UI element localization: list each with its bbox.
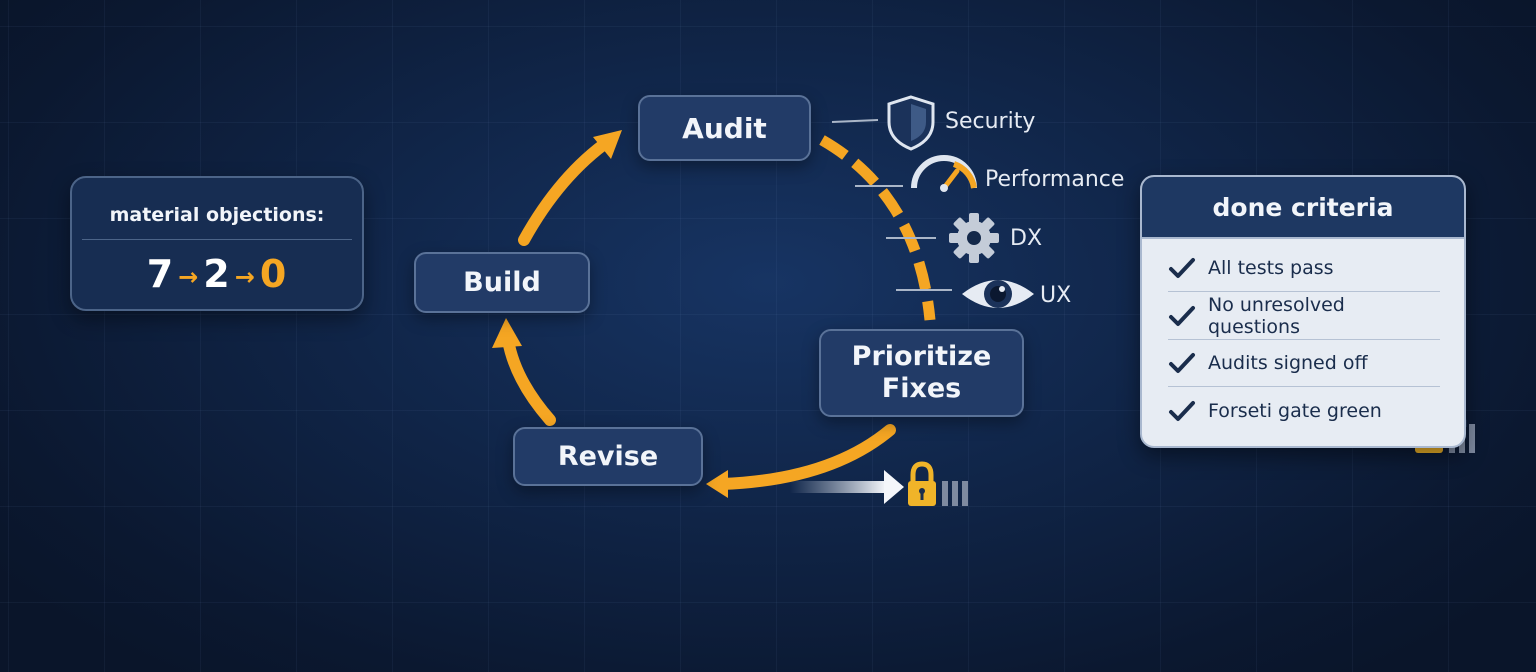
done-criteria-panel: done criteria All tests pass No unresolv… [1140, 175, 1466, 448]
category-ux-label: UX [1040, 283, 1072, 308]
criteria-item-label: All tests pass [1208, 257, 1334, 279]
arrow-build-to-audit [518, 134, 616, 246]
criteria-item: No unresolved questions [1168, 293, 1440, 340]
objections-panel: material objections: 7→2→0 [70, 176, 364, 311]
gate-arrow [790, 470, 904, 504]
node-audit-label: Audit [682, 111, 767, 145]
arrow-audit-to-prioritize [819, 135, 936, 321]
category-dx-label: DX [1010, 226, 1043, 251]
connector-security [831, 119, 879, 123]
objections-title: material objections: [109, 204, 325, 226]
arrow-right-icon: → [234, 262, 256, 291]
node-revise[interactable]: Revise [513, 427, 703, 486]
checkmark-icon [1169, 353, 1195, 373]
eye-icon [962, 280, 1034, 308]
gear-icon [949, 213, 999, 263]
category-security-label: Security [945, 109, 1036, 134]
arrowhead-audit [593, 130, 622, 159]
objection-count-mid: 2 [203, 252, 231, 296]
category-performance-label: Performance [985, 167, 1125, 192]
arrow-revise-to-build [502, 334, 556, 426]
done-criteria-title: done criteria [1142, 177, 1464, 239]
node-audit[interactable]: Audit [638, 95, 811, 161]
criteria-item-label: Forseti gate green [1208, 400, 1382, 422]
checkmark-icon [1169, 401, 1195, 421]
gauge-icon [911, 155, 977, 192]
node-revise-label: Revise [557, 441, 659, 472]
criteria-item: All tests pass [1168, 245, 1440, 292]
arrowhead-revise [706, 470, 728, 498]
node-prioritize-label-line1: Prioritize [851, 341, 992, 372]
objections-sequence: 7→2→0 [72, 252, 362, 296]
objection-count-final: 0 [259, 252, 288, 296]
criteria-item-label: Audits signed off [1208, 352, 1368, 374]
node-prioritize-fixes[interactable]: Prioritize Fixes [819, 329, 1024, 417]
objection-count-start: 7 [146, 252, 175, 296]
criteria-item: Audits signed off [1168, 340, 1440, 387]
arrow-right-icon: → [178, 262, 200, 291]
shield-icon [887, 95, 935, 151]
node-build[interactable]: Build [414, 252, 590, 313]
checkmark-icon [1169, 306, 1195, 326]
lock-icon [908, 461, 968, 506]
node-prioritize-label-line2: Fixes [881, 373, 962, 404]
arrow-prioritize-to-revise [716, 424, 896, 490]
objections-divider [82, 239, 352, 240]
node-build-label: Build [463, 267, 541, 298]
criteria-item-label: No unresolved questions [1208, 294, 1345, 338]
arrowhead-build [492, 318, 522, 348]
criteria-item: Forseti gate green [1168, 388, 1440, 434]
checkmark-icon [1169, 258, 1195, 278]
